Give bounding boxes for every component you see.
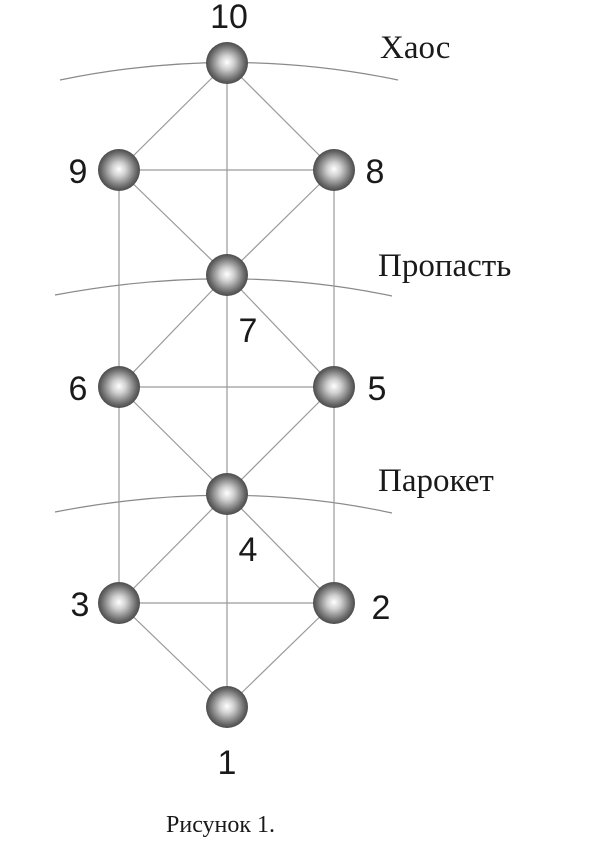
node-label-1: 1 [218,744,237,782]
node-8: 8 [313,149,384,191]
edge-7-6 [118,274,228,388]
node-3: 3 [71,582,140,624]
node-9: 9 [69,149,140,191]
node-label-9: 9 [69,153,88,191]
node-10: 10 [206,0,248,84]
edge-layer [118,62,335,708]
edge-2-1 [226,602,335,708]
sphere-3 [98,582,140,624]
node-7: 7 [206,254,257,350]
zone-label-parochet: Парокет [378,463,494,499]
sphere-8 [313,149,355,191]
node-label-4: 4 [239,531,258,569]
sphere-7 [206,254,248,296]
node-4: 4 [206,473,257,569]
sphere-6 [98,366,140,408]
edge-5-4 [226,386,335,495]
edge-4-3 [118,493,228,604]
edge-6-4 [118,386,228,495]
node-2: 2 [313,582,390,627]
edge-3-1 [118,602,228,708]
zone-label-abyss: Пропасть [378,248,511,284]
node-label-2: 2 [372,589,391,627]
node-label-8: 8 [366,153,385,191]
edge-7-5 [226,274,335,388]
sphere-9 [98,149,140,191]
edge-10-8 [226,62,335,171]
node-label-6: 6 [69,370,88,408]
sphere-10 [206,42,248,84]
sphere-4 [206,473,248,515]
node-label-7: 7 [239,312,258,350]
edge-4-2 [226,493,335,604]
sphere-5 [313,366,355,408]
zone-label-chaos: Хаос [380,30,450,66]
node-label-10: 10 [210,0,248,36]
node-5: 5 [313,366,386,408]
node-label-3: 3 [71,586,90,624]
node-layer: 1 2 3 4 5 6 7 8 9 10 [69,0,391,782]
node-1: 1 [206,686,248,782]
node-label-5: 5 [368,370,387,408]
sphere-1 [206,686,248,728]
edge-10-9 [118,62,228,171]
figure-caption: Рисунок 1. [166,812,275,838]
edge-8-7 [226,169,335,276]
node-6: 6 [69,366,140,408]
edge-9-7 [118,169,228,276]
sphere-2 [313,582,355,624]
